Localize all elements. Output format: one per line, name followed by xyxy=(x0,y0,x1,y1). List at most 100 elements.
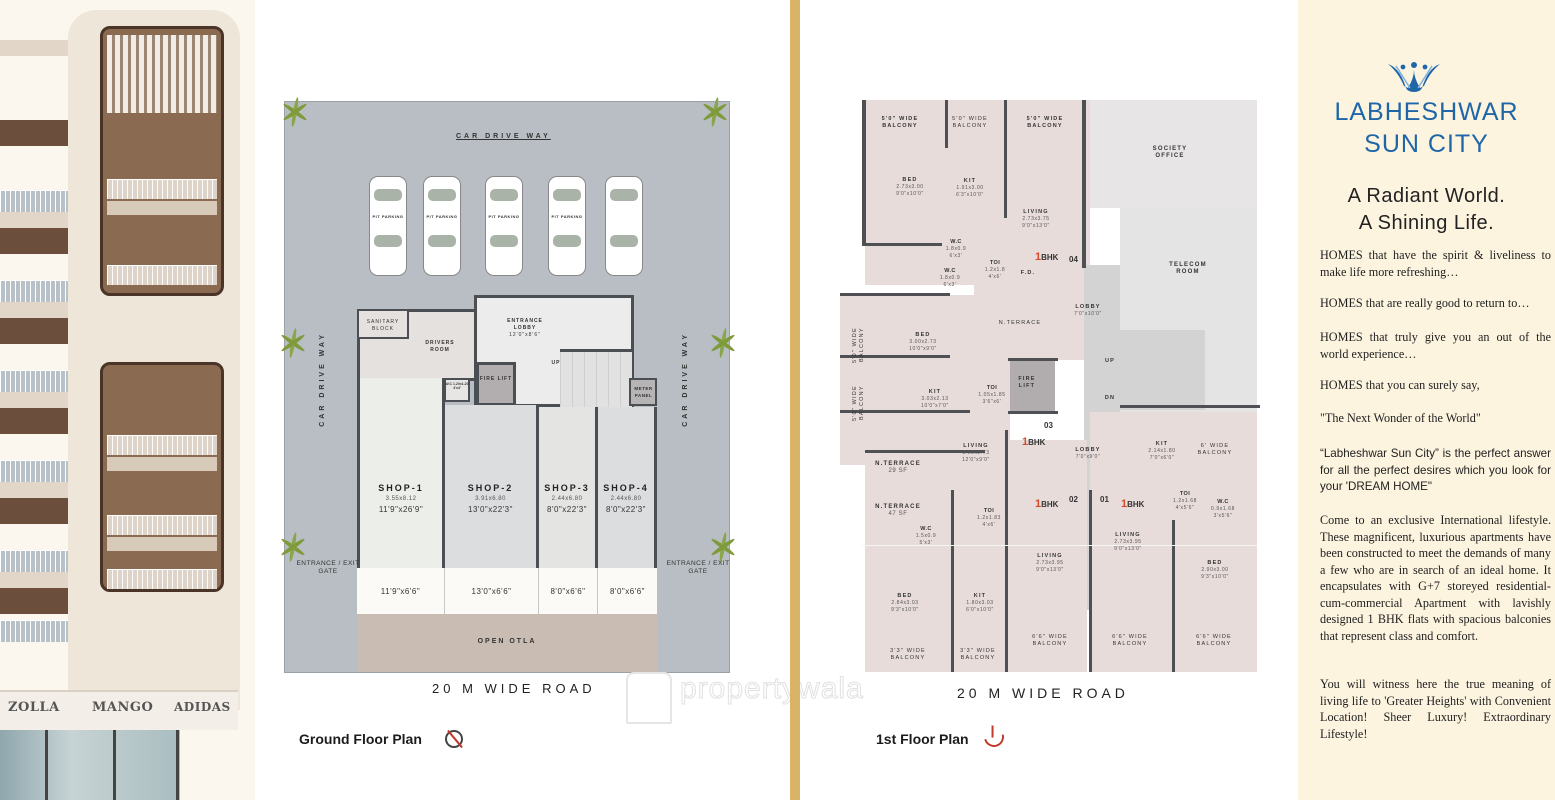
bhk-label-04: 1BHK xyxy=(1035,251,1059,263)
society-office-label: SOCIETY OFFICE xyxy=(1152,146,1188,159)
fd-label: F.D. xyxy=(1020,270,1036,276)
telecom-room-label: TELECOM ROOM xyxy=(1169,262,1207,275)
pit-parking-car: PIT PARKING xyxy=(548,176,586,276)
shop-sign-mango: MANGO xyxy=(92,700,154,715)
palm-tree-icon xyxy=(276,530,310,564)
bhk-label-02: 1BHK xyxy=(1035,498,1059,510)
labheshwar-logo-icon xyxy=(1388,62,1440,92)
shop-signage-band xyxy=(0,690,238,730)
palm-tree-icon xyxy=(706,530,740,564)
sanitary-block xyxy=(357,309,409,339)
brochure-paragraph: “Labheshwar Sun City” is the perfect ans… xyxy=(1320,447,1551,493)
north-compass-icon xyxy=(445,730,463,748)
first-floor-plan xyxy=(840,100,1260,672)
brochure-panel xyxy=(1298,0,1555,800)
shop-1: SHOP-1 3.55x8.12 11'9"x26'9" xyxy=(357,378,445,568)
tagline-2: A Shining Life. xyxy=(1358,212,1495,234)
society-office xyxy=(1090,100,1257,208)
gold-divider xyxy=(790,0,800,800)
entrance-gate-right: ENTRANCE / EXIT GATE xyxy=(666,560,730,575)
brochure-paragraph: HOMES that are really good to return to… xyxy=(1320,296,1530,310)
brochure-paragraph: HOMES that you can surely say, xyxy=(1320,378,1480,392)
unit-number-04: 04 xyxy=(1069,255,1078,264)
first-floor-plan-title: 1st Floor Plan xyxy=(876,731,969,747)
car-drive-way-right-label: CAR DRIVE WAY xyxy=(682,332,689,427)
unit-number-02: 02 xyxy=(1069,495,1078,504)
brochure-paragraph: HOMES that truly give you an out of the … xyxy=(1320,330,1551,361)
parking-car xyxy=(605,176,643,276)
meter-panel xyxy=(629,378,657,406)
brochure-paragraph: "The Next Wonder of the World" xyxy=(1320,411,1481,425)
shop-3: SHOP-3 2.44x6.80 8'0"x22'3" xyxy=(539,407,598,568)
pit-parking-car: PIT PARKING xyxy=(485,176,523,276)
unit-02 xyxy=(865,440,1087,672)
staircase xyxy=(560,349,632,407)
ground-floor-plan-title: Ground Floor Plan xyxy=(299,731,422,747)
brochure-paragraph: Come to an exclusive International lifes… xyxy=(1320,513,1551,643)
building-render-image: ZOLLA MANGO ADIDAS xyxy=(0,0,255,800)
palm-tree-icon xyxy=(706,326,740,360)
stair-core xyxy=(1120,330,1205,410)
propertywala-logo-icon xyxy=(626,672,672,724)
unit-number-01: 01 xyxy=(1100,495,1109,504)
palm-tree-icon xyxy=(276,326,310,360)
unit-number-03: 03 xyxy=(1044,421,1053,430)
fire-lift xyxy=(1010,358,1055,414)
shop-sign-zolla: ZOLLA xyxy=(8,700,60,715)
storefront-glass xyxy=(0,730,180,800)
shop-otla-strip: 11'9"x6'6" 13'0"x6'6" 8'0"x6'6" 8'0"x6'6… xyxy=(357,568,657,614)
unit-04 xyxy=(865,100,1090,285)
brand-name-line1: LABHESHWAR xyxy=(1334,98,1519,126)
pit-parking-car: PIT PARKING xyxy=(423,176,461,276)
north-compass-icon xyxy=(980,723,1008,751)
car-drive-way-left-label: CAR DRIVE WAY xyxy=(319,332,326,427)
ground-floor-road-label: 20 M WIDE ROAD xyxy=(432,681,596,696)
propertywala-watermark: propertywala xyxy=(680,672,864,706)
brand-name-line2: SUN CITY xyxy=(1364,130,1489,158)
bhk-label-03: 1BHK xyxy=(1022,436,1046,448)
pit-parking-car: PIT PARKING xyxy=(369,176,407,276)
open-otla: OPEN OTLA xyxy=(357,614,657,672)
brochure-paragraph: HOMES that have the spirit & liveliness … xyxy=(1320,248,1551,279)
bhk-label-01: 1BHK xyxy=(1121,498,1145,510)
shop-2: SHOP-2 3.91x6.80 13'0"x22'3" xyxy=(445,405,539,568)
palm-tree-icon xyxy=(278,95,312,129)
shop-4: SHOP-4 2.44x6.80 8'0"x22'3" xyxy=(598,407,657,568)
fire-lift xyxy=(476,362,516,406)
shop-sign-adidas: ADIDAS xyxy=(174,700,231,714)
lower-frame xyxy=(100,362,224,592)
n-terrace-top xyxy=(974,285,1084,360)
wc xyxy=(444,378,470,402)
palm-tree-icon xyxy=(698,95,732,129)
car-drive-way-top-label: CAR DRIVE WAY xyxy=(456,133,551,140)
tagline-1: A Radiant World. xyxy=(1347,185,1506,207)
first-floor-road-label: 20 M WIDE ROAD xyxy=(957,685,1129,701)
brochure-paragraph: You will witness here the true meaning o… xyxy=(1320,677,1551,741)
entrance-gate-left: ENTRANCE / EXIT GATE xyxy=(296,560,360,575)
